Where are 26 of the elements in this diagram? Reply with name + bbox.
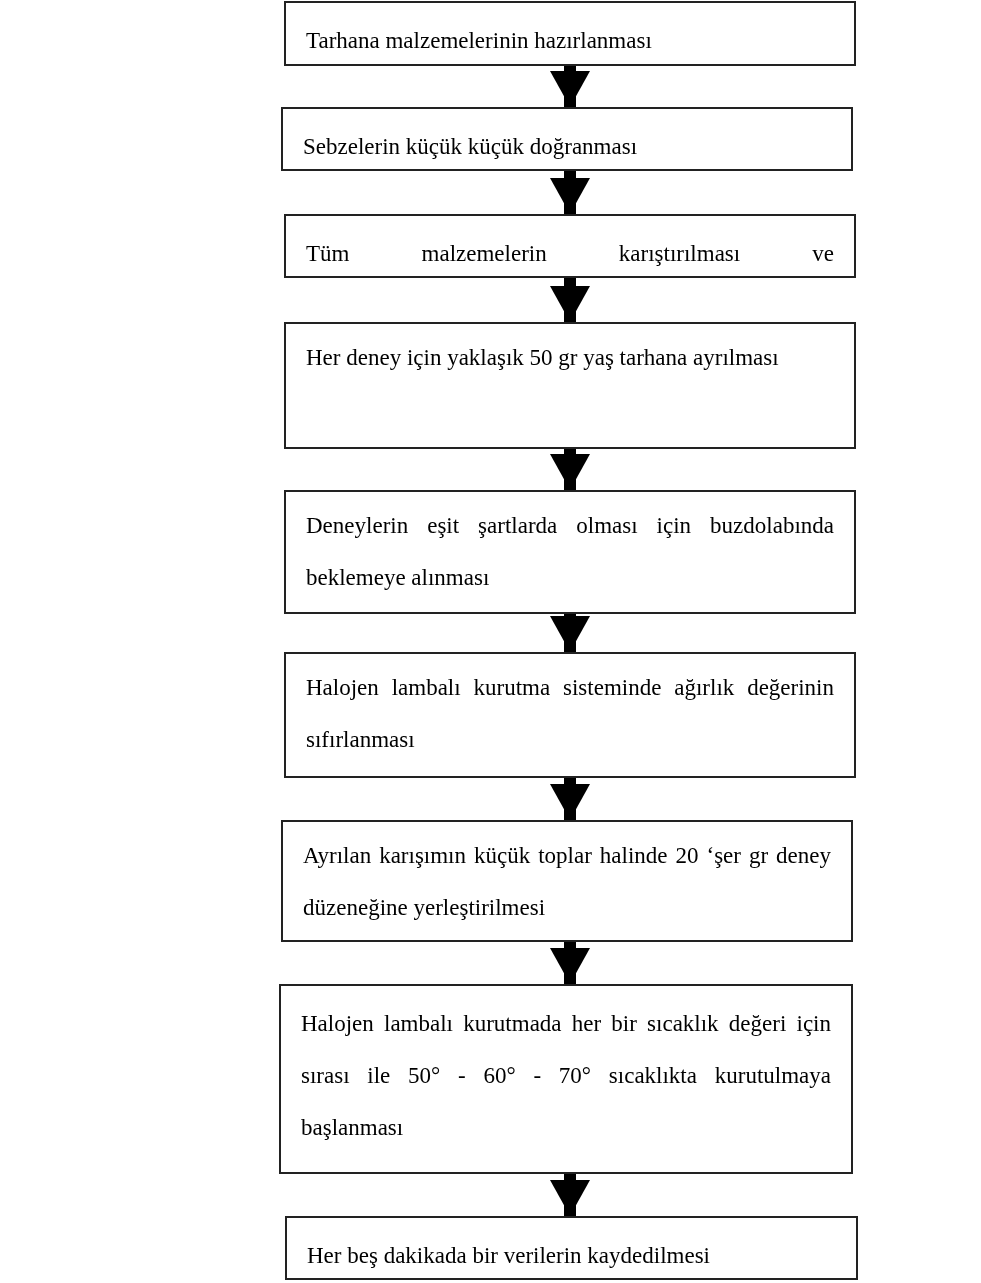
process-box xyxy=(284,490,856,614)
step-text: Deneylerin eşit şartlarda olması için buzdolabında beklemeye alınması xyxy=(306,512,834,592)
step-text: Halojen lambalı kurutmada her bir sıcaklık değeri için sırası ile 50° - 60° - 70° sıcaklıkta kurutulmaya başlanması xyxy=(301,1010,831,1142)
arrow xyxy=(550,66,590,107)
arrow xyxy=(550,614,590,652)
process-box xyxy=(284,214,856,278)
step-text: Sebzelerin küçük küçük doğranması xyxy=(303,133,639,161)
process-box xyxy=(281,820,853,942)
step-text: Tarhana malzemelerinin hazırlanması xyxy=(306,27,653,55)
arrow xyxy=(550,778,590,820)
arrow xyxy=(550,278,590,322)
process-box xyxy=(284,322,856,449)
arrow xyxy=(550,942,590,984)
step-text: Tüm malzemelerin karıştırılması ve xyxy=(306,240,834,268)
step-text: Her beş dakikada bir verilerin kaydedilmesi xyxy=(307,1242,711,1270)
arrow xyxy=(550,1174,590,1216)
arrow xyxy=(550,449,590,490)
process-box xyxy=(284,1,856,66)
step-text: Ayrılan karışımın küçük toplar halinde 20 ‘şer gr deney düzeneğine yerleştirilmesi xyxy=(303,842,831,922)
arrow xyxy=(550,171,590,214)
step-text: Her deney için yaklaşık 50 gr yaş tarhana ayrılması xyxy=(306,344,780,372)
process-box xyxy=(279,984,853,1174)
step-text: Halojen lambalı kurutma sisteminde ağırlık değerinin sıfırlanması xyxy=(306,674,834,754)
process-box xyxy=(285,1216,858,1280)
process-box xyxy=(281,107,853,171)
process-box xyxy=(284,652,856,778)
